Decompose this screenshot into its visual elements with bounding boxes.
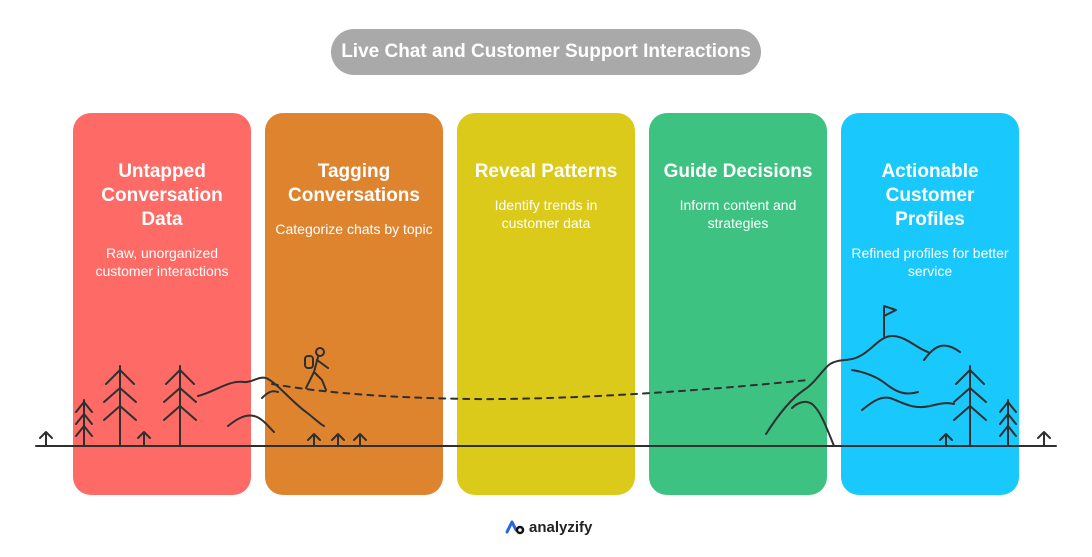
stage-description: Categorize chats by topic bbox=[275, 221, 433, 237]
stage-card-actionable-profiles: Actionable Customer Profiles Refined pro… bbox=[841, 113, 1019, 495]
stage-description: Identify trends in customer data bbox=[494, 197, 598, 231]
brand-logo: analyzify bbox=[505, 516, 592, 538]
stage-description: Raw, unorganized customer interactions bbox=[95, 245, 229, 279]
stage-title: Reveal Patterns bbox=[474, 161, 618, 182]
stage-card-tagging: Tagging Conversations Categorize chats b… bbox=[265, 113, 443, 495]
stage-card-guide-decisions: Guide Decisions Inform content and strat… bbox=[649, 113, 827, 495]
diagram-title: Live Chat and Customer Support Interacti… bbox=[331, 29, 761, 75]
grass-icon bbox=[1037, 431, 1051, 447]
stage-card-untapped-data: Untapped Conversation Data Raw, unorgani… bbox=[73, 113, 251, 495]
stage-title: Actionable Customer Profiles bbox=[881, 161, 979, 230]
brand-name: analyzify bbox=[529, 518, 593, 536]
stage-card-reveal-patterns: Reveal Patterns Identify trends in custo… bbox=[457, 113, 635, 495]
stage-title: Guide Decisions bbox=[663, 161, 813, 182]
stage-description: Inform content and strategies bbox=[679, 197, 797, 231]
stage-title: Tagging Conversations bbox=[288, 161, 420, 206]
analyzify-logo-icon bbox=[505, 520, 525, 535]
grass-icon bbox=[39, 431, 53, 447]
stage-title: Untapped Conversation Data bbox=[101, 161, 223, 230]
stage-description: Refined profiles for better service bbox=[851, 245, 1009, 279]
